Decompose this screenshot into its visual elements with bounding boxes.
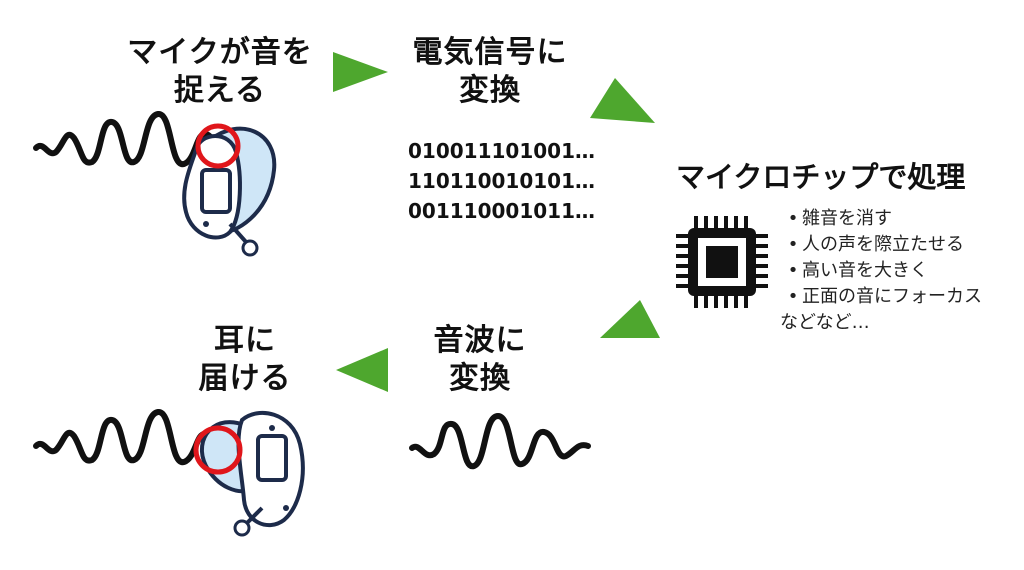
bullet-dot: •	[787, 234, 799, 255]
bullet-dot: •	[787, 208, 799, 229]
binary-line: 110110010101…	[408, 169, 595, 193]
step-to-sound-line2: 変換	[449, 361, 511, 396]
step-deliver-label: 耳に 届ける	[190, 322, 300, 398]
step-to-sound-line1: 音波に	[433, 323, 527, 358]
step-to-electric-line1: 電気信号に	[412, 35, 568, 70]
step-to-sound-label: 音波に 変換	[410, 322, 550, 398]
hearing-aid-icon	[182, 123, 277, 257]
list-item-text: 雑音を消す	[802, 208, 892, 229]
list-item: •高い音を大きく	[784, 258, 982, 284]
list-item: •人の声を際立たせる	[784, 232, 982, 258]
arrow-icon	[336, 348, 388, 392]
microchip-icon	[676, 216, 768, 308]
list-item-text: 人の声を際立たせる	[802, 234, 964, 255]
step-capture-line2: 捉える	[173, 73, 267, 108]
step-deliver-line1: 耳に	[214, 323, 276, 358]
speaker-highlight-circle	[193, 425, 243, 475]
arrow-icon	[590, 78, 655, 123]
arrow-icon	[333, 52, 388, 92]
step-capture-label: マイクが音を 捉える	[120, 34, 320, 110]
chip-title: マイクロチップで処理	[676, 160, 966, 194]
sound-wave-icon	[409, 413, 591, 469]
mic-highlight-circle	[195, 123, 241, 169]
bullet-dot: •	[787, 260, 799, 281]
list-item: •雑音を消す	[784, 206, 982, 232]
step-deliver-line2: 届ける	[198, 361, 292, 396]
arrow-icon	[600, 300, 660, 338]
list-item: •正面の音にフォーカス	[784, 284, 982, 310]
binary-signal-block: 010011101001… 110110010101… 001110001011…	[408, 136, 595, 226]
list-item-text: 正面の音にフォーカス	[802, 286, 982, 307]
hearing-aid-icon	[193, 410, 305, 537]
step-to-electric-label: 電気信号に 変換	[395, 34, 585, 110]
chip-feature-list: •雑音を消す •人の声を際立たせる •高い音を大きく •正面の音にフォーカス な…	[780, 206, 982, 336]
binary-line: 010011101001…	[408, 139, 595, 163]
list-item-text: 高い音を大きく	[802, 260, 928, 281]
step-capture-line1: マイクが音を	[127, 35, 313, 70]
list-item-trailing: などなど…	[780, 312, 870, 333]
binary-line: 001110001011…	[408, 199, 595, 223]
step-to-electric-line2: 変換	[459, 73, 521, 108]
bullet-dot: •	[787, 286, 799, 307]
